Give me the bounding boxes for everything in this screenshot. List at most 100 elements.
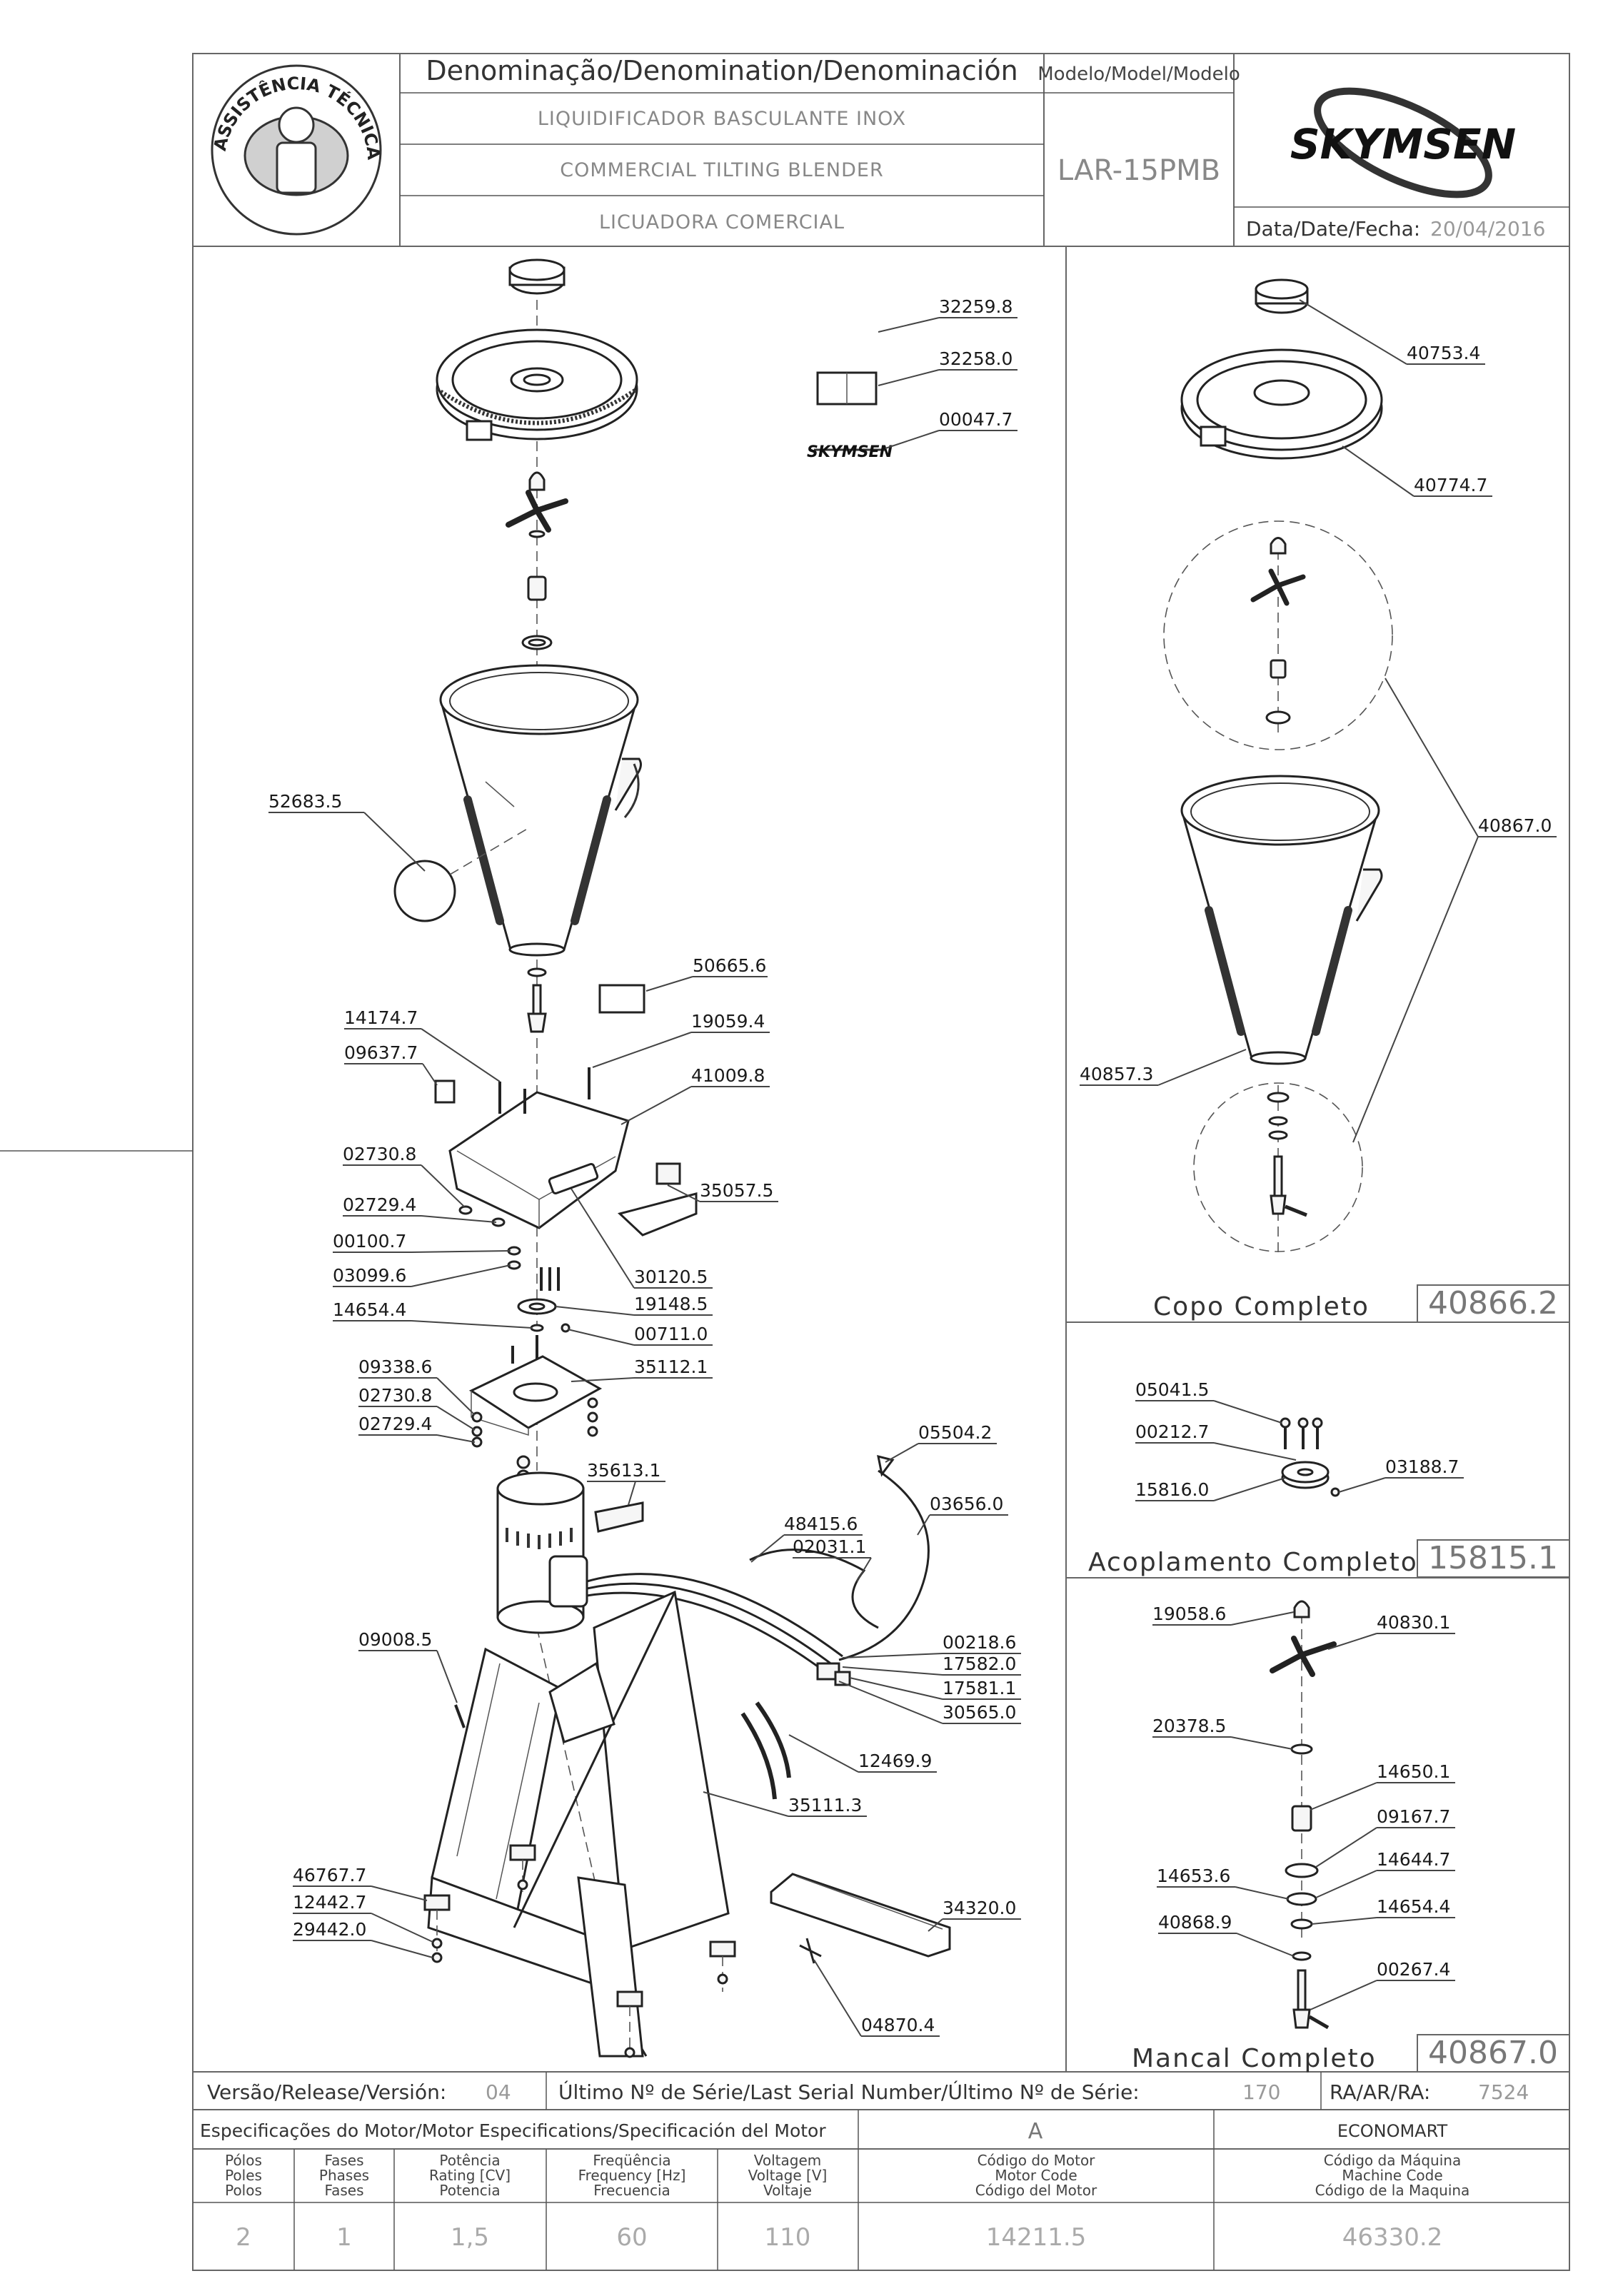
col-power-1: Potência xyxy=(439,2152,500,2169)
part-label: 14644.7 xyxy=(1377,1849,1450,1870)
col-poles-2: Poles xyxy=(225,2167,262,2184)
poles-value: 2 xyxy=(236,2223,251,2252)
part-label: 09167.7 xyxy=(1377,1806,1450,1827)
motor-base-box xyxy=(434,1079,698,1237)
motor-variant: A xyxy=(1028,2119,1043,2144)
part-label: 02730.8 xyxy=(343,1144,416,1164)
date-label: Data/Date/Fecha: xyxy=(1246,217,1420,241)
part-label: 00047.7 xyxy=(939,409,1013,430)
power-wiring xyxy=(586,1454,930,1800)
part-label: 40867.0 xyxy=(1478,815,1552,836)
part-label: 19058.6 xyxy=(1152,1603,1226,1624)
col-machine-code-1: Código da Máquina xyxy=(1324,2152,1461,2169)
model-number: LAR-15PMB xyxy=(1057,154,1220,187)
part-label: 40830.1 xyxy=(1377,1612,1450,1633)
authorized-service-seal: ASSISTÊNCIA TÉCNICA AUTORIZADA xyxy=(0,0,383,236)
col-motor-code-1: Código do Motor xyxy=(978,2152,1096,2169)
part-label: 30565.0 xyxy=(943,1702,1016,1723)
skymsen-logo: SKYMSEN xyxy=(1290,87,1516,198)
part-label: 17581.1 xyxy=(943,1678,1016,1698)
blade-assembly xyxy=(506,471,568,650)
part-label: 41009.8 xyxy=(691,1065,765,1086)
part-label: 14650.1 xyxy=(1377,1761,1450,1782)
copo-completo-title: Copo Completo xyxy=(1153,1292,1370,1321)
product-name-es: LICUADORA COMERCIAL xyxy=(599,211,845,233)
frequency-value: 60 xyxy=(616,2223,647,2252)
part-label: 03188.7 xyxy=(1385,1456,1459,1477)
col-voltage-1: Voltagem xyxy=(754,2152,822,2169)
voltage-value: 110 xyxy=(765,2223,811,2252)
part-label: 50665.6 xyxy=(693,955,766,976)
part-label: 34320.0 xyxy=(943,1898,1016,1918)
col-phases-3: Fases xyxy=(324,2182,363,2199)
part-label: 00212.7 xyxy=(1135,1421,1209,1442)
machine-code-value: 46330.2 xyxy=(1342,2223,1443,2252)
part-label: 04870.4 xyxy=(861,2015,935,2035)
version-value: 04 xyxy=(486,2080,511,2104)
tilt-lever xyxy=(770,1873,951,1964)
part-label: 32259.8 xyxy=(939,296,1013,317)
part-label: 48415.6 xyxy=(784,1514,858,1534)
part-label: 46767.7 xyxy=(293,1865,366,1885)
part-label: 00711.0 xyxy=(634,1324,708,1344)
exploded-view-main: SKYMSEN xyxy=(393,258,951,2058)
part-label: 35057.5 xyxy=(700,1180,773,1201)
main-part-labels: 32259.8 32258.0 00047.7 52683.5 50665.6 … xyxy=(268,296,1021,2037)
part-label: 40868.9 xyxy=(1158,1912,1232,1933)
col-machine-code-2: Machine Code xyxy=(1342,2167,1442,2184)
product-name-en: COMMERCIAL TILTING BLENDER xyxy=(560,159,883,181)
col-phases-2: Phases xyxy=(319,2167,369,2184)
mancal-completo-code: 40867.0 xyxy=(1428,2035,1558,2071)
col-freq-1: Freqüência xyxy=(593,2152,670,2169)
serial-value: 170 xyxy=(1242,2080,1280,2104)
col-freq-3: Frecuencia xyxy=(593,2182,670,2199)
copo-completo-code: 40866.2 xyxy=(1428,1285,1558,1321)
part-label: 09338.6 xyxy=(358,1356,432,1377)
motor-spec-label: Especificações do Motor/Motor Especifica… xyxy=(200,2120,826,2141)
col-machine-code-3: Código de la Maquina xyxy=(1315,2182,1470,2199)
fasteners xyxy=(458,1067,591,1364)
serial-label: Último Nº de Série/Last Serial Number/Úl… xyxy=(558,2080,1140,2104)
phases-value: 1 xyxy=(336,2223,352,2252)
stainless-jar xyxy=(439,664,642,957)
part-label: 05041.5 xyxy=(1135,1379,1209,1400)
skymsen-sticker-text: SKYMSEN xyxy=(807,443,893,461)
electric-motor xyxy=(496,1455,644,1634)
jar-lid xyxy=(436,328,638,441)
model-heading: Modelo/Model/Modelo xyxy=(1037,64,1240,85)
part-label: 02729.4 xyxy=(343,1194,416,1215)
customer-name: ECONOMART xyxy=(1337,2121,1448,2141)
copo-completo-assembly: 40753.4 40774.7 40867.0 40857.3 Copo Com… xyxy=(1080,278,1570,1323)
part-label: 09637.7 xyxy=(344,1042,418,1063)
part-label: 14174.7 xyxy=(344,1007,418,1028)
brand-name: SKYMSEN xyxy=(1290,120,1516,168)
motor-code-value: 14211.5 xyxy=(986,2223,1087,2252)
part-label: 19059.4 xyxy=(691,1011,765,1032)
mancal-completo-title: Mancal Completo xyxy=(1132,2044,1377,2073)
acoplamento-completo-title: Acoplamento Completo xyxy=(1088,1548,1418,1577)
detail-ball xyxy=(393,860,456,922)
stand-frame xyxy=(423,1590,736,2058)
part-label: 00267.4 xyxy=(1377,1959,1450,1980)
ra-value: 7524 xyxy=(1478,2080,1529,2104)
version-label: Versão/Release/Versión: xyxy=(207,2080,446,2104)
col-phases-1: Fases xyxy=(324,2152,363,2169)
part-label: 40774.7 xyxy=(1414,475,1487,495)
part-label: 12442.7 xyxy=(293,1892,366,1913)
col-freq-2: Frequency [Hz] xyxy=(578,2167,686,2184)
part-label: 20378.5 xyxy=(1152,1716,1226,1736)
part-label: 12469.9 xyxy=(858,1751,932,1771)
part-label: 03099.6 xyxy=(333,1265,406,1286)
acoplamento-completo-code: 15815.1 xyxy=(1428,1540,1558,1576)
part-label: 02730.8 xyxy=(358,1385,432,1406)
part-label: 03656.0 xyxy=(930,1494,1003,1514)
jar-cap xyxy=(508,258,566,295)
part-label: 29442.0 xyxy=(293,1919,366,1940)
denomination-heading: Denominação/Denomination/Denominación xyxy=(426,55,1017,86)
col-motor-code-2: Motor Code xyxy=(995,2167,1077,2184)
part-label: 19148.5 xyxy=(634,1294,708,1314)
motor-mount-plate xyxy=(468,1355,603,1448)
part-label: 14654.4 xyxy=(1377,1896,1450,1917)
col-power-3: Potencia xyxy=(439,2182,500,2199)
